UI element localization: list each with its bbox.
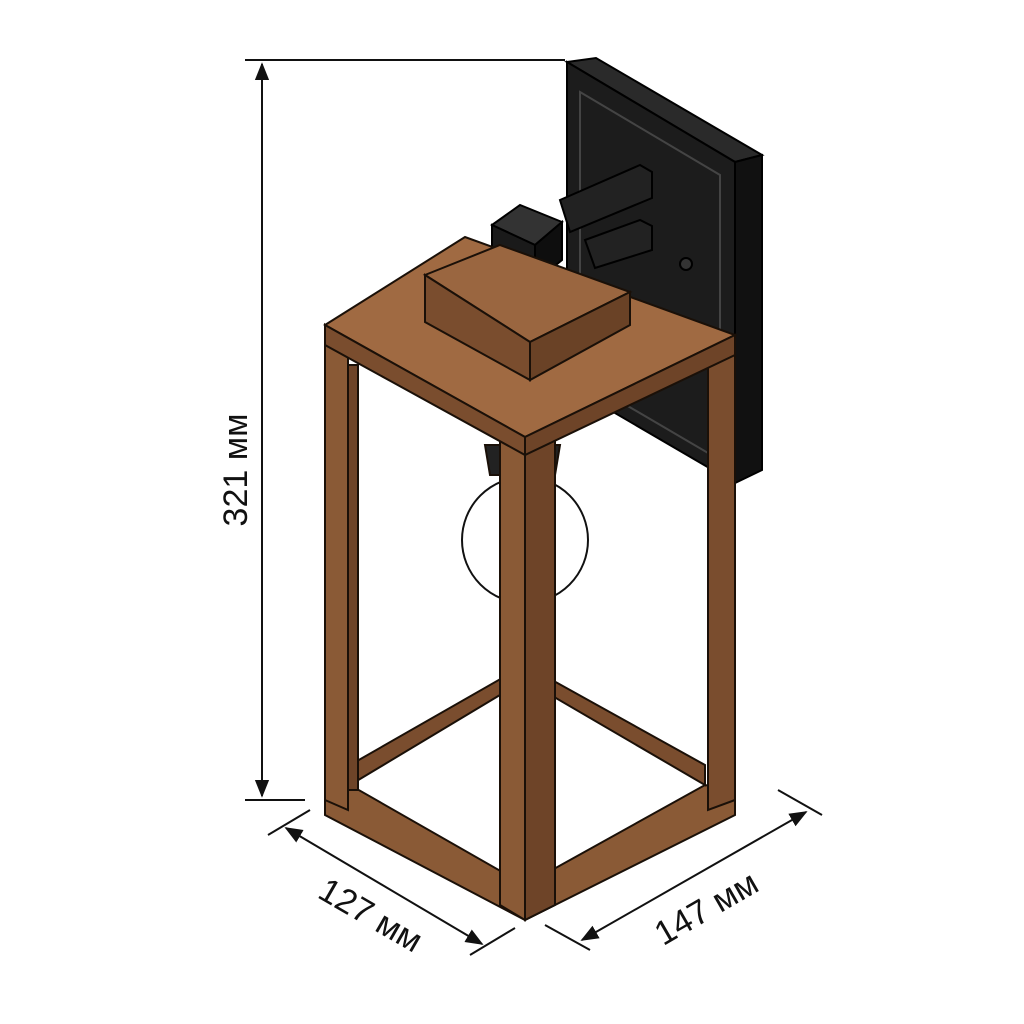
width-label: 147 мм bbox=[648, 864, 765, 953]
depth-label: 127 мм bbox=[312, 871, 429, 960]
height-dimension bbox=[245, 59, 565, 801]
mounting-arm bbox=[490, 163, 653, 285]
height-label: 321 мм bbox=[217, 414, 255, 527]
cap-block bbox=[422, 243, 633, 382]
screw-icon bbox=[679, 257, 693, 271]
width-dimension bbox=[544, 789, 823, 951]
depth-dimension bbox=[267, 809, 516, 956]
lantern-body bbox=[323, 235, 738, 922]
